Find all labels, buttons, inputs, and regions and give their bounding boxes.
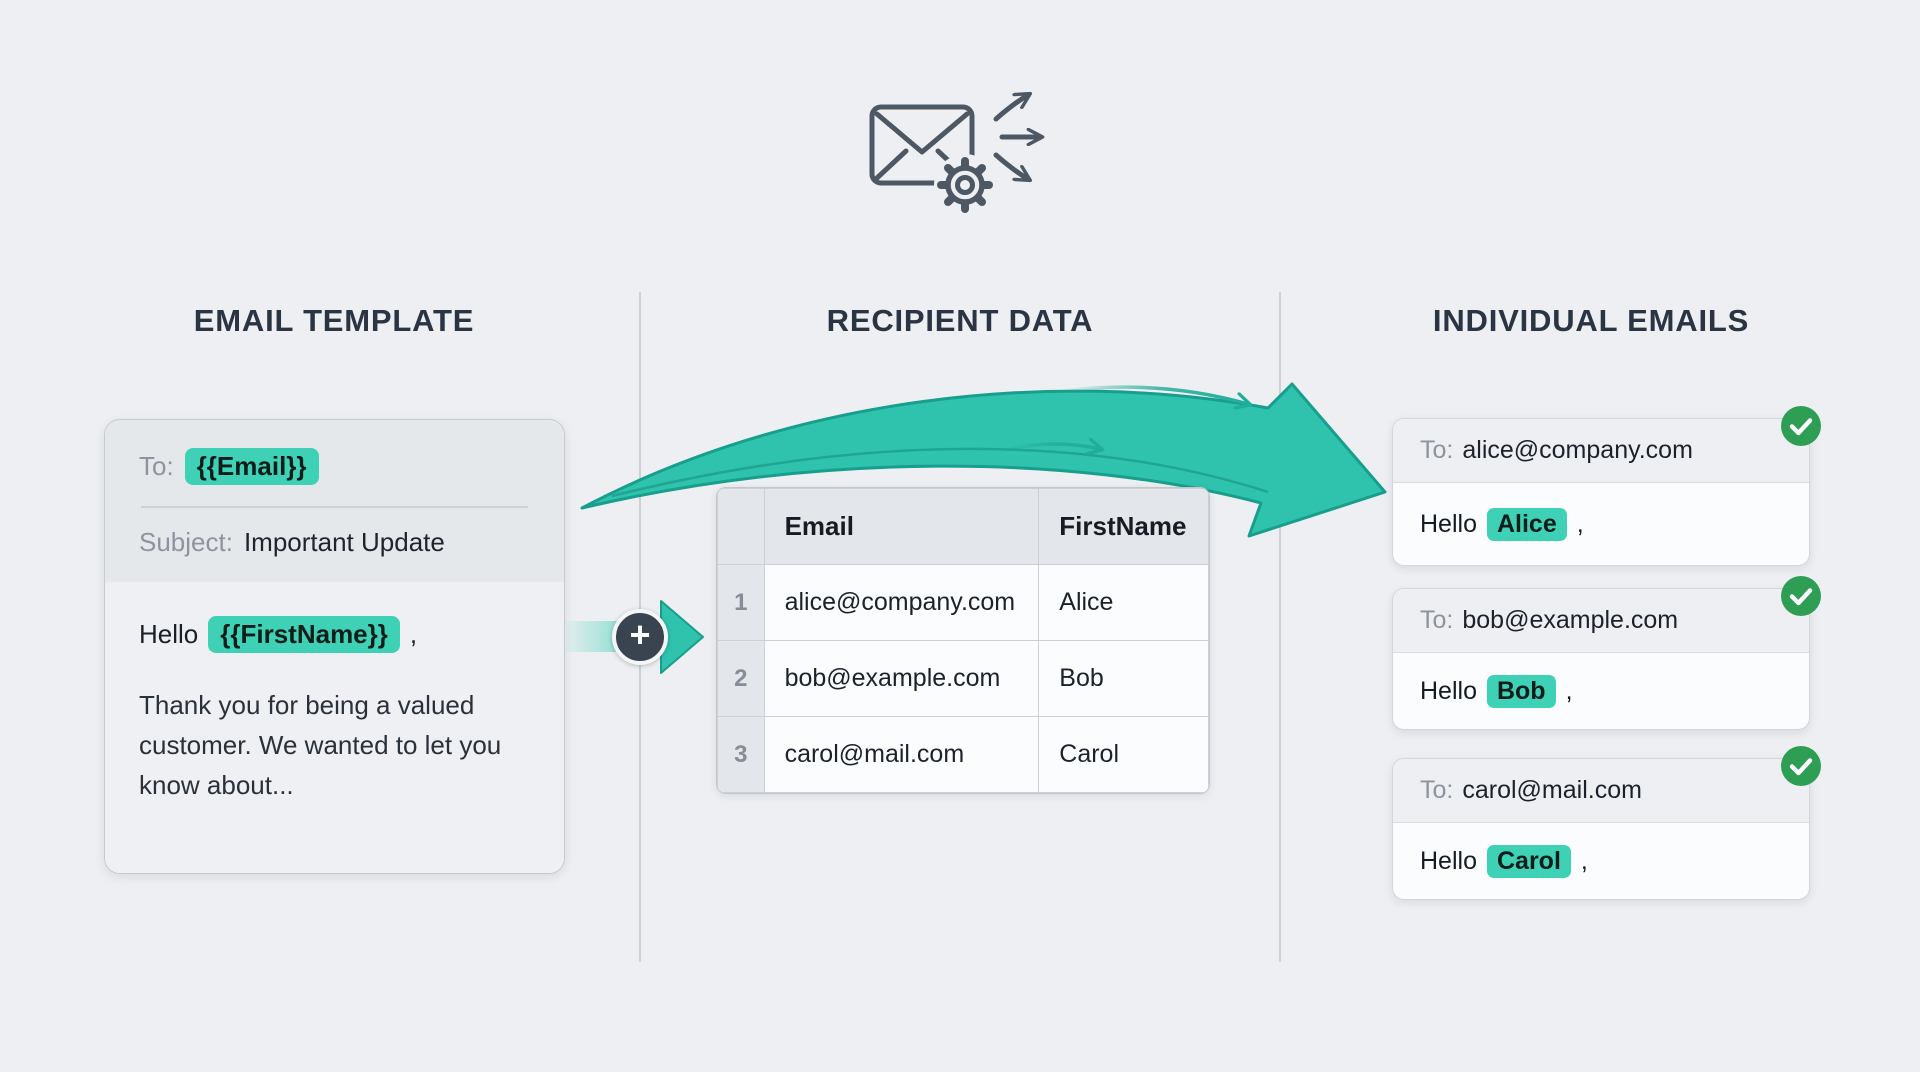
template-subject-row: Subject: Important Update [139,527,530,558]
col-header-firstname: FirstName [1038,488,1209,565]
col-header-email: Email [763,488,1040,565]
individual-email-card: To: carol@mail.com Hello Carol , [1392,746,1821,900]
template-body-text: Thank you for being a valued customer. W… [139,690,502,800]
check-icon [1789,758,1813,776]
template-header-separator [141,506,528,508]
subject-label: Subject: [139,527,233,557]
row-number: 1 [717,564,765,641]
firstname-merge-field-chip: {{FirstName}} [208,616,400,653]
heading-email-template: EMAIL TEMPLATE [193,303,475,338]
email-card-body: Hello Carol , [1393,823,1809,899]
email-card-header: To: carol@mail.com [1393,759,1809,823]
subject-value: Important Update [243,527,445,557]
template-to-row: To: {{Email}} [139,448,530,485]
table-row: 2 bob@example.com Bob [717,640,1209,717]
heading-recipient-data: RECIPIENT DATA [826,303,1094,338]
to-address: alice@company.com [1462,436,1693,464]
email-card-header: To: alice@company.com [1393,419,1809,483]
email-card-body: Hello Alice , [1393,483,1809,565]
speed-arrows [998,385,1248,451]
merged-name-chip: Carol [1486,844,1571,878]
to-label: To: [1420,606,1454,634]
speed-arrow-bottom [998,444,1100,451]
cell-email: bob@example.com [763,640,1040,717]
to-address: carol@mail.com [1462,776,1642,804]
divider-right [1279,292,1281,962]
greeting-prefix: Hello [139,619,199,649]
success-badge [1781,406,1821,446]
envelope-gear-fanout-icon [869,95,1040,216]
success-badge [1781,576,1821,616]
individual-email-card: To: alice@company.com Hello Alice , [1392,406,1821,566]
speed-arrow-top [1060,385,1248,404]
email-merge-field-chip: {{Email}} [184,448,319,485]
template-card-body: Hello {{FirstName}} , Thank you for bein… [105,582,564,873]
email-template-card: To: {{Email}} Subject: Important Update … [104,419,565,874]
table-header-row: Email FirstName [717,488,1209,565]
cell-firstname: Carol [1038,716,1209,793]
plus-icon: + [629,614,651,655]
check-icon [1789,418,1813,436]
recipient-data-table: Email FirstName 1 alice@company.com Alic… [716,487,1210,794]
greeting-suffix: , [1576,509,1584,538]
merged-name-chip: Alice [1486,507,1567,541]
cell-firstname: Bob [1038,640,1209,717]
success-badge [1781,746,1821,786]
table-row: 3 carol@mail.com Carol [717,716,1209,793]
greeting-suffix: , [1580,846,1588,875]
table-row: 1 alice@company.com Alice [717,564,1209,641]
greeting-prefix: Hello [1420,676,1477,705]
merge-plus-node: + [612,609,668,665]
to-address: bob@example.com [1462,606,1679,634]
cell-firstname: Alice [1038,564,1209,641]
template-card-header: To: {{Email}} Subject: Important Update [105,420,564,582]
cell-email: carol@mail.com [763,716,1040,793]
greeting-prefix: Hello [1420,509,1477,538]
row-number: 3 [717,716,765,793]
merged-name-chip: Bob [1486,674,1556,708]
check-icon [1789,588,1813,606]
fanout-arrows-icon [993,95,1040,179]
envelope-icon [869,104,975,186]
greeting-suffix: , [1565,676,1573,705]
col-header-rownum [717,488,765,565]
email-card-body: Hello Bob , [1393,653,1809,729]
heading-individual-emails: INDIVIDUAL EMAILS [1432,303,1750,338]
template-greeting: Hello {{FirstName}} , [139,616,530,653]
to-label: To: [1420,436,1454,464]
to-label: To: [139,451,174,481]
greeting-suffix: , [409,619,418,649]
row-number: 2 [717,640,765,717]
email-card-header: To: bob@example.com [1393,589,1809,653]
gear-icon [934,154,996,216]
to-label: To: [1420,776,1454,804]
greeting-prefix: Hello [1420,846,1477,875]
cell-email: alice@company.com [763,564,1040,641]
individual-email-card: To: bob@example.com Hello Bob , [1392,576,1821,730]
